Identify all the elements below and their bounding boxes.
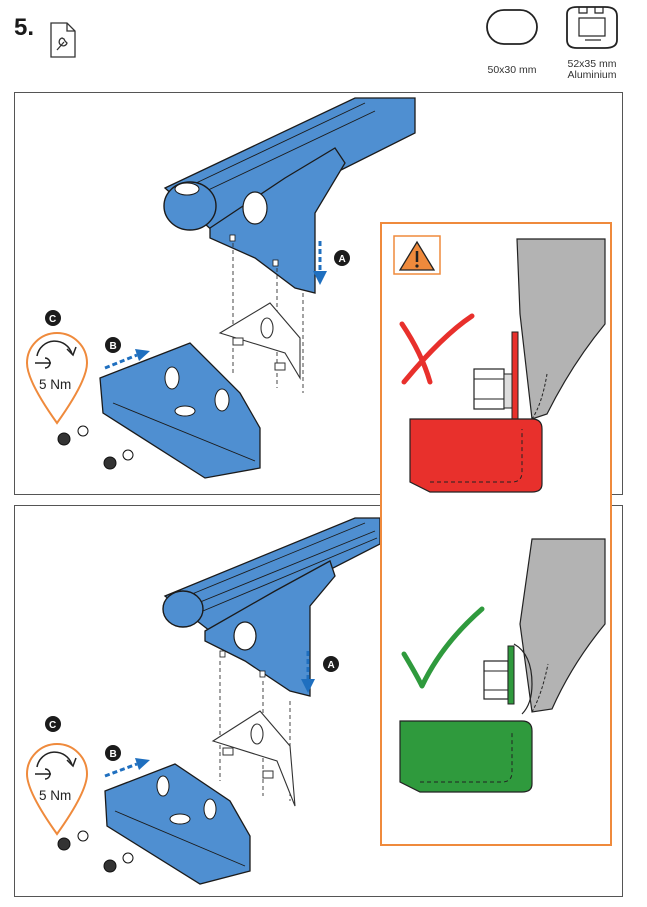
step-badge-c [45,716,61,732]
step-badge-a-label: A [328,660,335,671]
profile-oval-label: 50x30 mm [487,64,537,76]
step-badge-a [334,250,350,266]
profile-oval: 50x30 mm [483,8,541,76]
step-badge-a-label: A [339,254,346,265]
step-badge-b-label: B [110,749,117,760]
warning-triangle-icon [398,240,436,271]
oval-profile-icon [486,9,538,45]
profile-aluminium: 52x35 mm Aluminium [557,4,627,81]
torque-value: 5 Nm [39,377,71,392]
torque-value: 5 Nm [39,788,71,803]
profile-aluminium-material: Aluminium [567,69,617,81]
cross-icon [399,313,475,385]
check-icon [401,606,485,689]
step-badge-b [105,745,121,761]
bottom-assembly-illustration: A B C 5 Nm [25,517,381,885]
step-number: 5. [14,14,35,41]
warning-box [380,222,612,846]
top-assembly-illustration: A B C 5 Nm [25,97,416,479]
wrench-document-icon [50,22,76,58]
aluminium-profile-icon [566,6,618,49]
step-badge-c [45,310,61,326]
step-badge-b [105,337,121,353]
profile-aluminium-size: 52x35 mm [567,58,617,70]
step-badge-b-label: B [110,341,117,352]
step-badge-a [323,656,339,672]
step-badge-c-label: C [49,314,56,325]
warning-illustration [393,235,606,793]
step-badge-c-label: C [49,720,56,731]
